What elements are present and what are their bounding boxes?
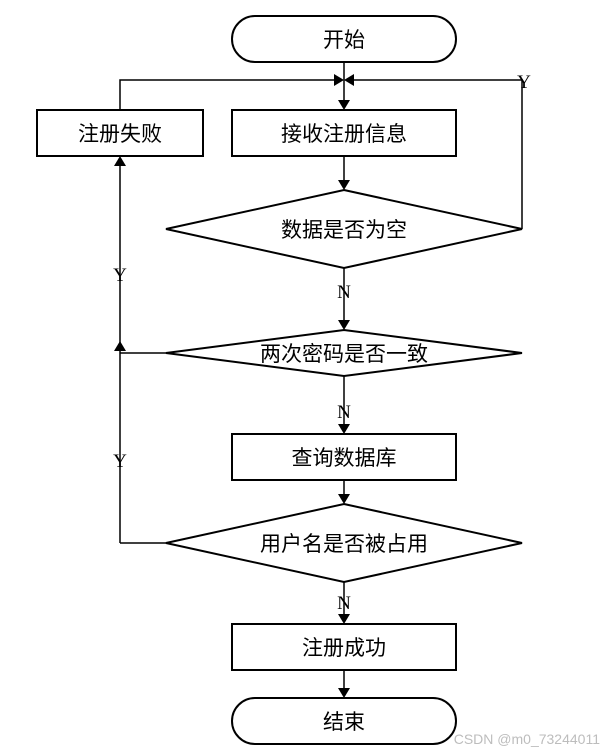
query-db-node: 查询数据库 [231, 433, 457, 481]
yes-label-username: Y [113, 451, 127, 472]
yes-label-empty: Y [517, 72, 531, 93]
query-db-label: 查询数据库 [292, 446, 397, 470]
no-label-password: N [337, 402, 351, 423]
check-empty-decision: 数据是否为空 [165, 188, 523, 270]
fail-label: 注册失败 [78, 122, 162, 146]
end-node: 结束 [231, 697, 457, 745]
start-node: 开始 [231, 15, 457, 63]
success-node: 注册成功 [231, 623, 457, 671]
arrow-into-receive [338, 100, 350, 110]
arrow-merge-from-right [344, 74, 354, 86]
arrow-into-end [338, 688, 350, 698]
arrow-merge-from-left [334, 74, 344, 86]
success-label: 注册成功 [302, 636, 386, 660]
check-password-decision: 两次密码是否一致 [165, 328, 523, 378]
receive-info-label: 接收注册信息 [281, 122, 407, 146]
arrow-into-check-password [338, 320, 350, 330]
arrow-into-fail [114, 156, 126, 166]
arrow-into-check-empty [338, 180, 350, 190]
check-username-decision: 用户名是否被占用 [165, 502, 523, 584]
check-username-label: 用户名是否被占用 [260, 532, 428, 556]
arrow-left-junction [114, 341, 126, 351]
yes-label-password: Y [113, 265, 127, 286]
arrow-into-query-db [338, 424, 350, 434]
start-label: 开始 [323, 28, 365, 52]
arrow-into-success [338, 614, 350, 624]
arrow-into-check-username [338, 494, 350, 504]
fail-node: 注册失败 [36, 109, 204, 157]
connector-fail-loop [119, 79, 334, 110]
receive-info-node: 接收注册信息 [231, 109, 457, 157]
check-empty-label: 数据是否为空 [281, 218, 407, 242]
connector-empty-yes-loop [354, 79, 523, 229]
no-label-username: N [337, 593, 351, 614]
check-password-label: 两次密码是否一致 [260, 342, 428, 366]
watermark-text: CSDN @m0_73244011 [454, 731, 600, 747]
no-label-empty: N [337, 282, 351, 303]
end-label: 结束 [323, 710, 365, 734]
